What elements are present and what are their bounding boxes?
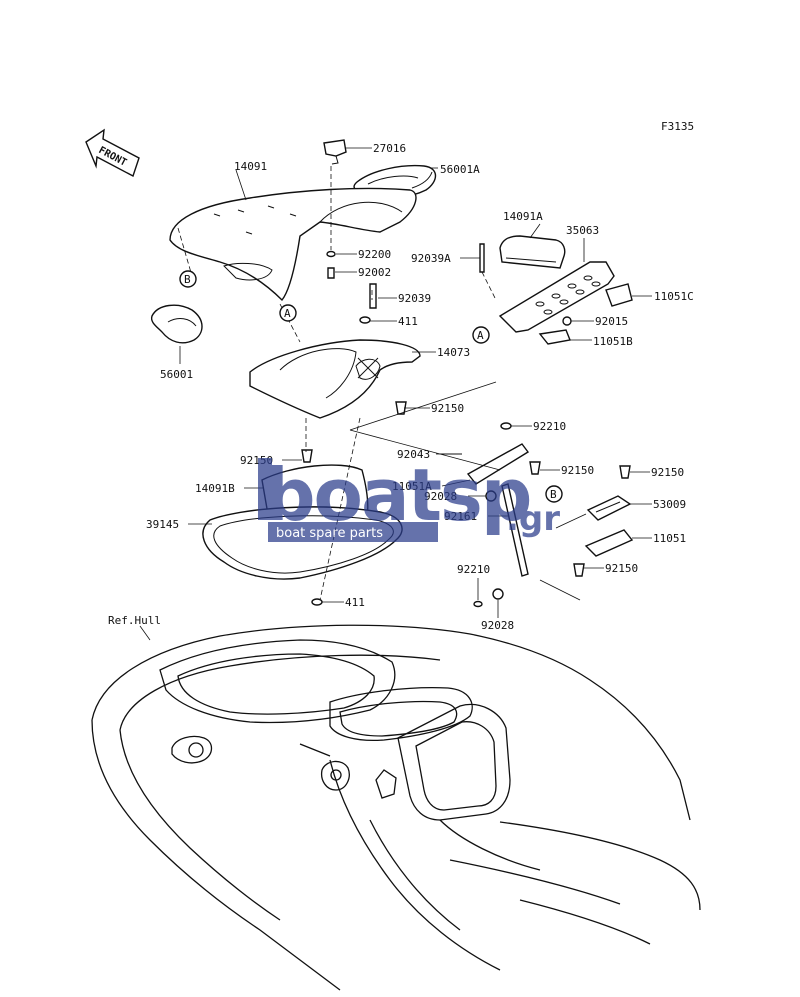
callout-92039A: 92039A xyxy=(411,252,451,265)
part-27016-clip xyxy=(323,139,347,165)
fastener-92015 xyxy=(562,316,572,326)
callout-56001A: 56001A xyxy=(440,163,480,176)
part-11051B-bracket xyxy=(538,329,571,345)
fastener-92039 xyxy=(369,283,377,309)
callout-35063: 35063 xyxy=(566,224,599,237)
svg-text:A: A xyxy=(477,329,484,342)
callout-labels: 27016 14091 56001A 14091A 35063 92200 92… xyxy=(108,142,694,632)
callout-411-top: 411 xyxy=(398,315,418,328)
bolt-92150-b xyxy=(301,449,313,463)
callout-92161: 92161 xyxy=(444,510,477,523)
part-11051A-bracket xyxy=(466,443,530,485)
callout-11051C: 11051C xyxy=(654,290,694,303)
callout-92200: 92200 xyxy=(358,248,391,261)
leader-lines xyxy=(139,147,652,641)
svg-text:A: A xyxy=(284,307,291,320)
part-35063-plate xyxy=(498,261,615,333)
watermark-logo: boatsp .gr boat spare parts xyxy=(258,453,560,542)
callout-92028-b: 92028 xyxy=(481,619,514,632)
callout-92150-a: 92150 xyxy=(431,402,464,415)
watermark-tld: .gr xyxy=(506,499,560,539)
washer-92210-b xyxy=(473,600,483,608)
part-92161-damper xyxy=(501,483,529,577)
figure-code: F3135 xyxy=(661,120,694,133)
washer-92210-a xyxy=(500,422,512,430)
part-92028-b xyxy=(492,588,504,600)
callout-14091: 14091 xyxy=(234,160,267,173)
bolt-92150-e xyxy=(573,563,585,577)
callout-92150-d: 92150 xyxy=(651,466,684,479)
callout-92043: 92043 xyxy=(397,448,430,461)
callout-11051B: 11051B xyxy=(593,335,633,348)
fastener-92039A xyxy=(479,243,485,273)
ref-marker-A2: A xyxy=(472,326,490,344)
callout-11051A: 11051A xyxy=(392,480,432,493)
svg-text:B: B xyxy=(184,273,191,286)
svg-text:B: B xyxy=(550,488,557,501)
part-14091-cover xyxy=(169,187,417,302)
callout-411-bottom: 411 xyxy=(345,596,365,609)
ref-marker-B1: B xyxy=(179,270,197,288)
front-arrow-icon: FRONT xyxy=(85,128,140,178)
fastener-411-top xyxy=(359,316,371,324)
part-11051-bracket xyxy=(584,529,634,557)
callout-56001: 56001 xyxy=(160,368,193,381)
assembly-lines xyxy=(177,166,587,601)
ref-hull-outline xyxy=(91,624,701,991)
ref-marker-A1: A xyxy=(279,304,297,322)
callout-53009: 53009 xyxy=(653,498,686,511)
bolt-92150-c xyxy=(529,461,541,475)
ref-marker-B2: B xyxy=(545,485,563,503)
callout-92002: 92002 xyxy=(358,266,391,279)
part-53009-latch xyxy=(586,495,632,521)
fastener-92200 xyxy=(326,250,336,258)
callout-92210-b: 92210 xyxy=(457,563,490,576)
callout-92039: 92039 xyxy=(398,292,431,305)
fastener-92002 xyxy=(327,267,335,279)
fastener-411-bottom xyxy=(311,598,323,606)
callout-92150-c: 92150 xyxy=(561,464,594,477)
callout-92150-e: 92150 xyxy=(605,562,638,575)
callout-27016: 27016 xyxy=(373,142,406,155)
callout-14091A: 14091A xyxy=(503,210,543,223)
callout-14091B: 14091B xyxy=(195,482,235,495)
watermark-tagline: boat spare parts xyxy=(276,526,383,541)
callout-92028-a: 92028 xyxy=(424,490,457,503)
part-11051C-bracket xyxy=(605,283,633,307)
bolt-92150-a xyxy=(395,401,407,415)
part-14091A-cover xyxy=(499,235,566,269)
callout-92015: 92015 xyxy=(595,315,628,328)
part-56001-pad xyxy=(150,304,203,344)
callout-11051: 11051 xyxy=(653,532,686,545)
callout-92210-a: 92210 xyxy=(533,420,566,433)
callout-39145: 39145 xyxy=(146,518,179,531)
callout-14073: 14073 xyxy=(437,346,470,359)
part-14073-bracket xyxy=(249,339,421,419)
bolt-92150-d xyxy=(619,465,631,479)
ref-hull-label: Ref.Hull xyxy=(108,614,161,627)
